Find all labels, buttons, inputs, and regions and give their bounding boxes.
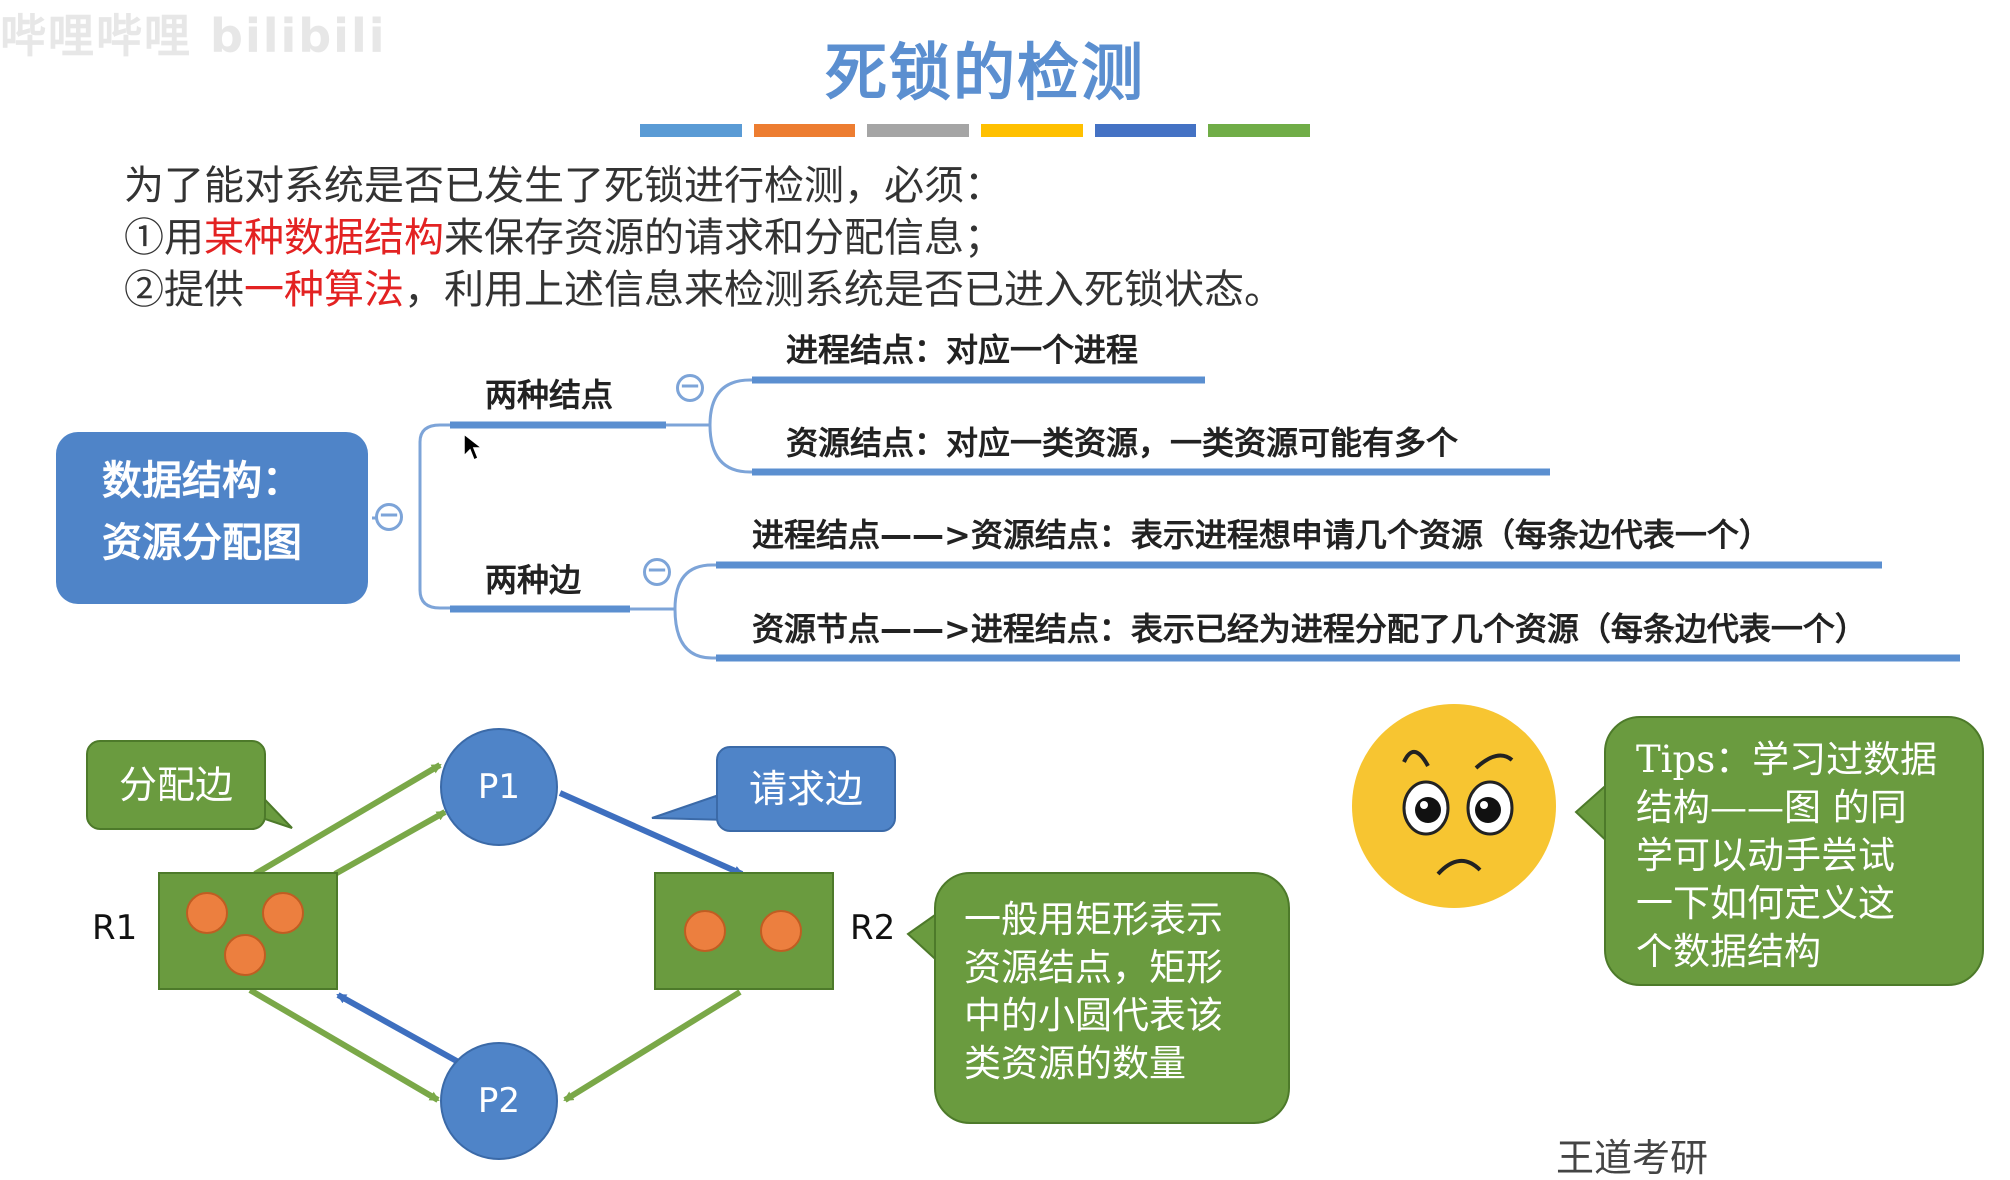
branch-two-node-types[interactable]: 两种结点 bbox=[485, 376, 614, 414]
tips-callout: Tips：学习过数据 结构——图 的同 学可以动手尝试 一下如何定义这 个数据结… bbox=[1604, 716, 1984, 986]
mouse-cursor-icon bbox=[463, 432, 484, 462]
branch-nodes-collapse-icon[interactable]: − bbox=[676, 373, 704, 402]
leaf-process-node[interactable]: 进程结点：对应一个进程 bbox=[786, 331, 1139, 369]
resource-node-r1[interactable] bbox=[158, 872, 338, 990]
note-line-2: 资源结点，矩形 bbox=[964, 946, 1223, 989]
assign-edge-r2-p2 bbox=[563, 989, 742, 1103]
assign-edge-r1-p1-b bbox=[333, 809, 447, 877]
r1-instance-2 bbox=[262, 892, 304, 934]
title-bar-4 bbox=[981, 124, 1083, 137]
title-color-bars bbox=[640, 124, 1311, 138]
root-collapse-icon[interactable]: − bbox=[375, 502, 403, 531]
note-line-1: 一般用矩形表示 bbox=[964, 898, 1223, 941]
request-edge-p1-r2 bbox=[558, 790, 744, 877]
r1-instance-3 bbox=[224, 934, 266, 976]
assign-edge-label: 分配边 bbox=[118, 763, 233, 807]
title-bar-6 bbox=[1208, 124, 1311, 137]
note-line-4: 类资源的数量 bbox=[964, 1042, 1186, 1085]
leaf-assign-edge[interactable]: 资源节点——>进程结点：表示已经为进程分配了几个资源（每条边代表一个） bbox=[752, 610, 1867, 648]
process-node-p2[interactable]: P2 bbox=[440, 1042, 558, 1160]
assign-edge-r1-p2 bbox=[248, 987, 440, 1103]
request-edge-p2-r1 bbox=[336, 992, 464, 1067]
request-edge-label: 请求边 bbox=[748, 767, 863, 811]
title-bar-2 bbox=[753, 124, 856, 137]
branch-nodes-connector bbox=[666, 378, 752, 474]
footer-partial-text: 王道考研 bbox=[1556, 1136, 1709, 1180]
intro-text: 为了能对系统是否已发生了死锁进行检测，必须： ①用某种数据结构来保存资源的请求和… bbox=[124, 160, 1284, 316]
intro-line-2-highlight: 某种数据结构 bbox=[204, 215, 444, 261]
confused-face-icon bbox=[1352, 704, 1556, 908]
intro-line-2-prefix: ①用 bbox=[124, 215, 204, 261]
tips-line-2: 结构——图 的同 bbox=[1636, 786, 1907, 829]
watermark-logo: 哔哩哔哩 bilibili bbox=[0, 9, 387, 63]
tips-line-1: Tips：学习过数据 bbox=[1636, 738, 1938, 781]
leaf-request-edge[interactable]: 进程结点——>资源结点：表示进程想申请几个资源（每条边代表一个） bbox=[752, 516, 1771, 554]
resource-node-r2[interactable] bbox=[654, 872, 834, 990]
process-node-p1[interactable]: P1 bbox=[440, 728, 558, 846]
note-line-3: 中的小圆代表该 bbox=[964, 994, 1223, 1037]
page-title: 死锁的检测 bbox=[824, 36, 1145, 109]
mindmap-root-line-2: 资源分配图 bbox=[102, 520, 302, 566]
tips-line-4: 一下如何定义这 bbox=[1636, 882, 1895, 925]
intro-line-3-suffix: ，利用上述信息来检测系统是否已进入死锁状态。 bbox=[404, 267, 1284, 313]
tips-line-3: 学可以动手尝试 bbox=[1636, 834, 1895, 877]
branch-two-edge-types[interactable]: 两种边 bbox=[485, 561, 582, 599]
resource-label-r1: R1 bbox=[92, 908, 138, 948]
title-bar-3 bbox=[867, 124, 970, 137]
rectangle-note-callout: 一般用矩形表示 资源结点，矩形 中的小圆代表该 类资源的数量 bbox=[934, 872, 1290, 1124]
title-bar-5 bbox=[1094, 124, 1197, 137]
intro-line-2: ①用某种数据结构来保存资源的请求和分配信息； bbox=[124, 212, 1284, 264]
intro-line-3-prefix: ②提供 bbox=[124, 267, 244, 313]
leaf-resource-node[interactable]: 资源结点：对应一类资源，一类资源可能有多个 bbox=[786, 424, 1459, 462]
title-bar-1 bbox=[640, 124, 742, 137]
mindmap-root[interactable]: 数据结构： 资源分配图 bbox=[56, 432, 368, 604]
tips-line-5: 个数据结构 bbox=[1636, 930, 1821, 973]
intro-line-3: ②提供一种算法，利用上述信息来检测系统是否已进入死锁状态。 bbox=[124, 264, 1284, 316]
request-edge-callout: 请求边 bbox=[716, 746, 896, 832]
intro-line-2-suffix: 来保存资源的请求和分配信息； bbox=[444, 215, 1004, 261]
resource-label-r2: R2 bbox=[850, 908, 896, 948]
assign-edge-r1-p1-a bbox=[253, 762, 442, 877]
intro-line-3-highlight: 一种算法 bbox=[244, 267, 404, 313]
assign-edge-callout: 分配边 bbox=[86, 740, 266, 830]
r2-instance-2 bbox=[760, 910, 802, 952]
branch-edges-connector bbox=[630, 563, 716, 660]
r2-instance-1 bbox=[684, 910, 726, 952]
intro-line-1: 为了能对系统是否已发生了死锁进行检测，必须： bbox=[124, 163, 1004, 209]
branch-edges-collapse-icon[interactable]: − bbox=[643, 557, 671, 586]
mindmap-root-line-1: 数据结构： bbox=[102, 458, 302, 504]
r1-instance-1 bbox=[186, 892, 228, 934]
